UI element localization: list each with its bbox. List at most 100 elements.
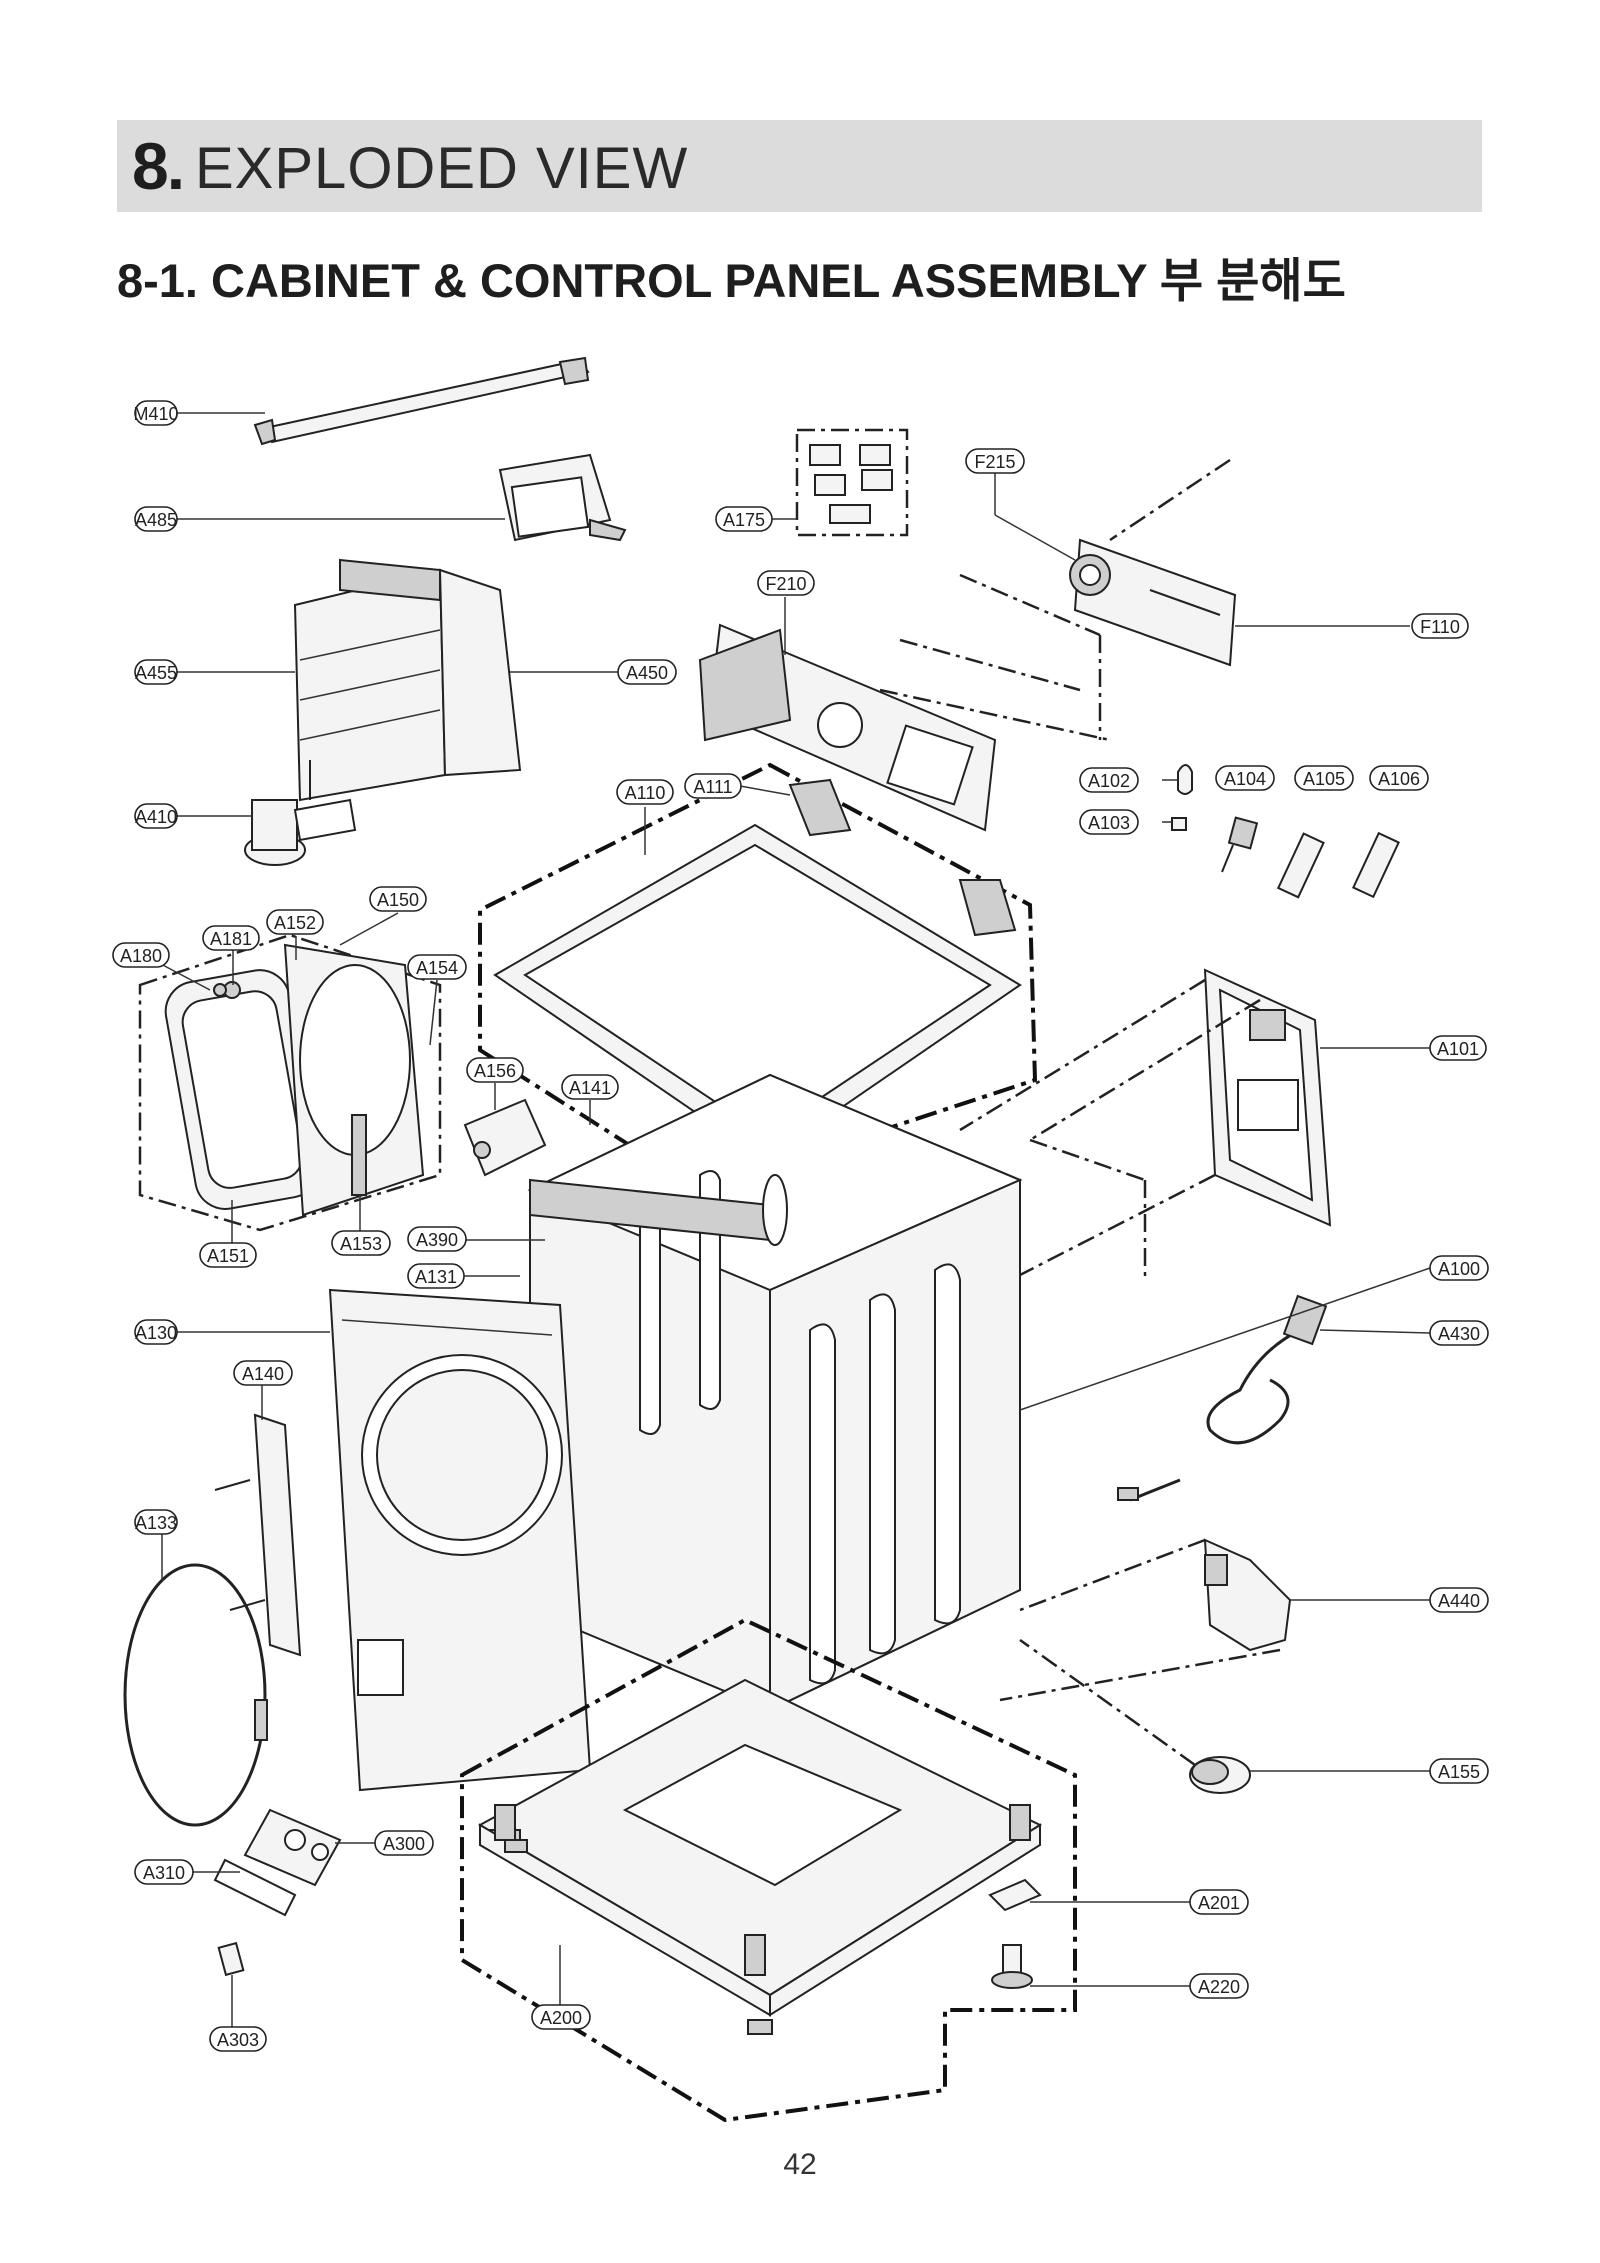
section-title: EXPLODED VIEW [195,136,689,201]
callout-A141: A141 [561,1074,619,1100]
svg-text:A303: A303 [217,2030,259,2050]
callout-A440: A440 [1429,1587,1489,1613]
svg-text:A440: A440 [1438,1591,1480,1611]
svg-text:A455: A455 [135,663,177,683]
top-bracket-part [253,356,590,446]
callout-A156: A156 [466,1057,524,1083]
svg-text:A102: A102 [1088,771,1130,791]
callout-A390: A390 [407,1226,467,1252]
callout-A133: A133 [134,1509,178,1535]
callout-A130: A130 [134,1319,178,1345]
svg-text:A130: A130 [135,1323,177,1343]
svg-text:A201: A201 [1198,1893,1240,1913]
rear-panel-part [1203,968,1332,1227]
svg-text:A140: A140 [242,1364,284,1384]
cabinet-part [527,1073,1023,1712]
callout-A152: A152 [266,909,324,935]
svg-text:A430: A430 [1438,1324,1480,1344]
svg-text:A485: A485 [135,510,177,530]
svg-text:F215: F215 [974,452,1015,472]
leveling-foot-part [988,1878,1042,1989]
svg-text:M410: M410 [133,404,178,424]
svg-text:F110: F110 [1420,617,1460,637]
page-number: 42 [783,2148,817,2181]
svg-text:A390: A390 [416,1230,458,1250]
svg-text:A155: A155 [1438,1762,1480,1782]
panel-pcb-part [1069,538,1237,667]
callout-A175: A175 [715,506,773,532]
callout-A303: A303 [209,2026,267,2052]
callout-A100: A100 [1429,1255,1489,1281]
callout-A111: A111 [684,773,742,799]
callout-A153: A153 [331,1230,391,1256]
door-hinge-part [214,1413,302,1657]
svg-text:A450: A450 [626,663,668,683]
callout-F215: F215 [965,448,1025,474]
callout-A103: A103 [1079,809,1139,835]
svg-text:A104: A104 [1224,769,1266,789]
foot-cap-part [1189,1756,1251,1794]
callout-A104: A104 [1215,765,1275,791]
callout-A300: A300 [374,1830,434,1856]
svg-text:A100: A100 [1438,1259,1480,1279]
callout-A200: A200 [531,2004,591,2030]
power-cord-part [1117,1294,1328,1502]
svg-text:A111: A111 [693,777,732,797]
top-plate-part [493,778,1022,1162]
noise-filter-part [1203,1538,1292,1652]
svg-text:A220: A220 [1198,1977,1240,1997]
svg-text:A106: A106 [1378,769,1420,789]
svg-text:A310: A310 [143,1863,185,1883]
hinge-parts-group [1171,764,1400,899]
display-pcb-part [498,453,627,542]
callout-A110: A110 [616,779,674,805]
svg-text:A300: A300 [383,1834,425,1854]
svg-text:A200: A200 [540,2008,582,2028]
svg-text:A110: A110 [625,783,666,803]
callout-F110: F110 [1411,613,1469,639]
callout-A450: A450 [617,659,677,685]
callout-A455: A455 [134,659,178,685]
callout-A180: A180 [112,942,170,968]
svg-text:A181: A181 [210,929,252,949]
service-cover-part [213,1808,342,1977]
leader-lines [141,412,1431,2027]
gasket-ring-part [123,1563,268,1827]
svg-text:A175: A175 [723,510,765,530]
callout-A155: A155 [1429,1758,1489,1784]
svg-text:A101: A101 [1437,1039,1479,1059]
svg-text:A410: A410 [135,807,177,827]
control-panel-part [698,623,997,832]
callout-A102: A102 [1079,767,1139,793]
callout-A131: A131 [407,1263,465,1289]
callout-F210: F210 [757,570,815,596]
callout-A105: A105 [1294,765,1354,791]
svg-text:A180: A180 [120,946,162,966]
callout-A410: A410 [134,803,178,829]
svg-text:F210: F210 [765,574,806,594]
callout-A154: A154 [407,954,467,980]
callout-A310: A310 [134,1859,194,1885]
pressure-switch-part [244,760,357,866]
svg-text:A133: A133 [135,1513,177,1533]
callout-A485: A485 [134,506,178,532]
base-frame-part [477,1678,1043,2035]
svg-text:A105: A105 [1303,769,1345,789]
assembly-subtitle: 8-1. CABINET & CONTROL PANEL ASSEMBLY 부 … [117,254,1346,307]
svg-text:A153: A153 [340,1234,382,1254]
svg-text:A156: A156 [474,1061,516,1081]
callout-A140: A140 [233,1360,293,1386]
callout-M410: M410 [133,400,179,426]
callout-A101: A101 [1429,1035,1487,1061]
clip-set-part [795,428,909,537]
callout-A430: A430 [1429,1320,1489,1346]
callout-A150: A150 [369,886,427,912]
svg-text:A151: A151 [207,1246,249,1266]
front-panel-part [328,1288,592,1792]
callout-A201: A201 [1189,1889,1249,1915]
svg-text:A103: A103 [1088,813,1130,833]
section-number: 8. [132,129,185,203]
svg-text:A131: A131 [415,1267,457,1287]
svg-text:A154: A154 [416,958,458,978]
